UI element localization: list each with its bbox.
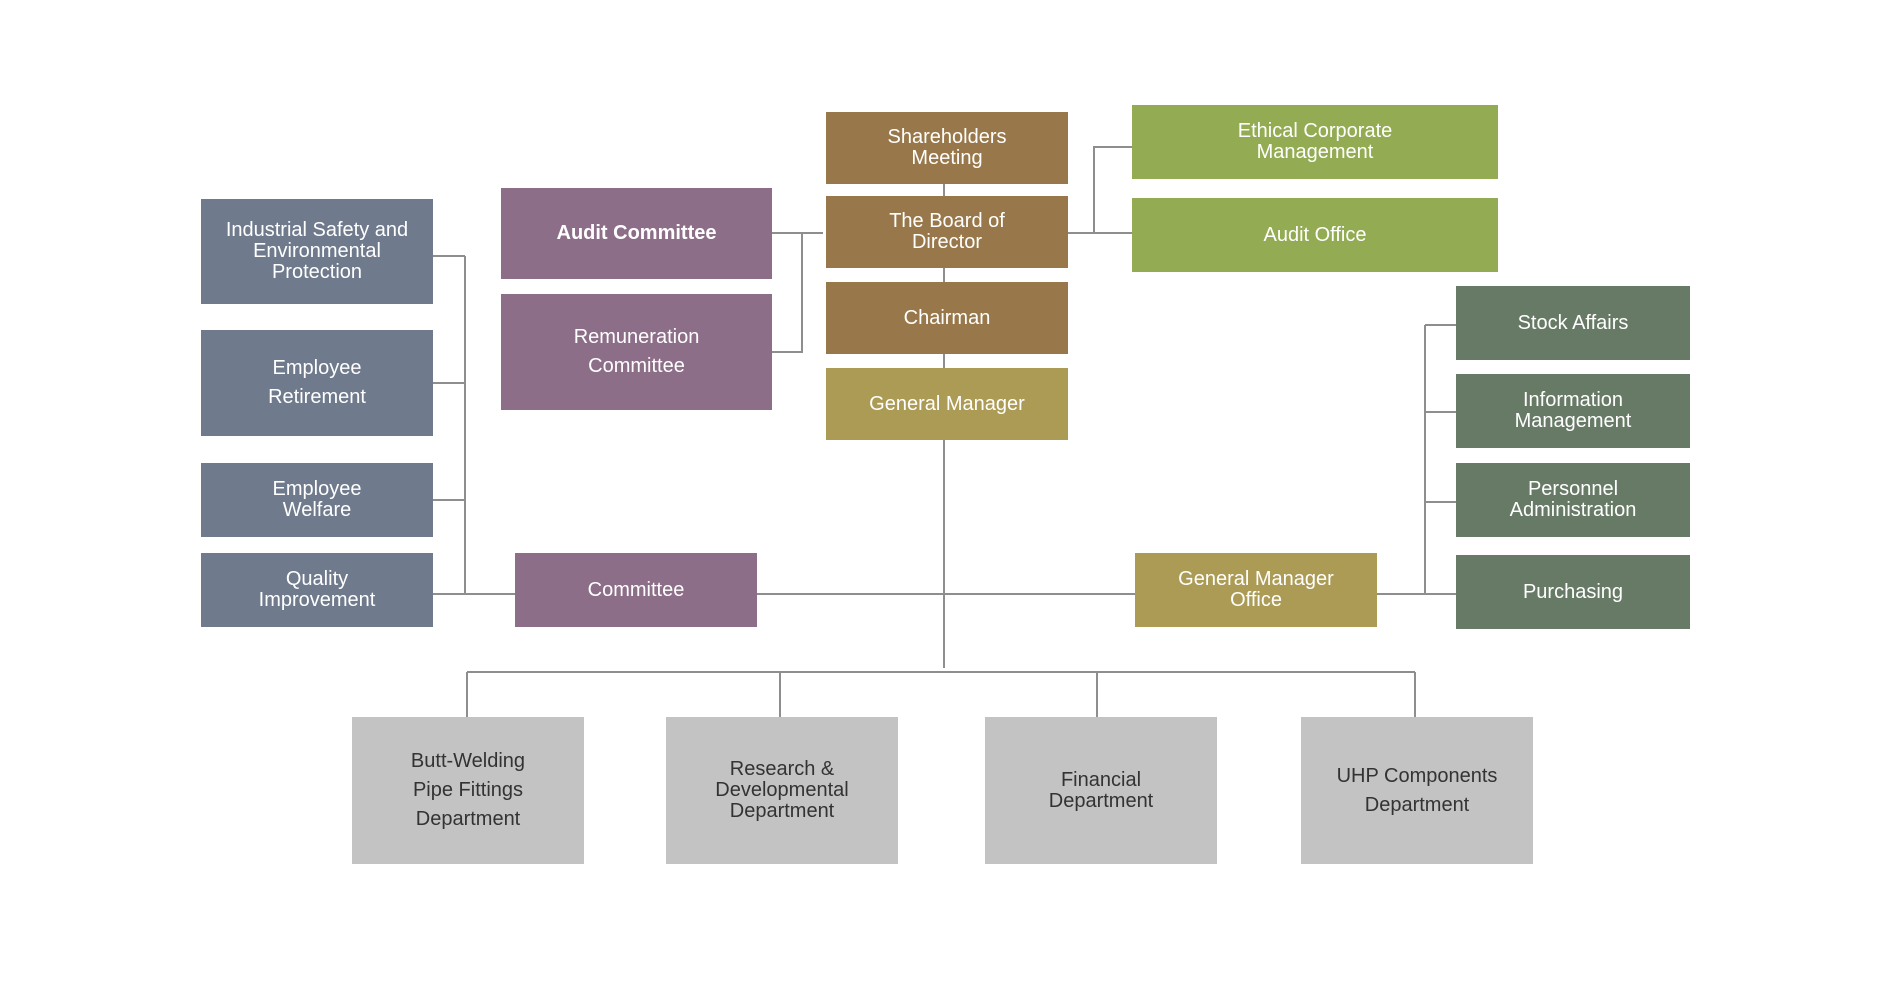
general-manager-box: General Manager [826,368,1068,440]
stock-affairs-box: Stock Affairs [1456,286,1690,360]
purchasing-box: Purchasing [1456,555,1690,629]
chairman-box: Chairman [826,282,1068,354]
audit-office-box: Audit Office [1132,198,1498,272]
committee-box: Committee [515,553,757,627]
audit-committee-box: Audit Committee [501,188,772,279]
left-committee-bracket [772,233,803,353]
right-bracket [1093,146,1132,233]
